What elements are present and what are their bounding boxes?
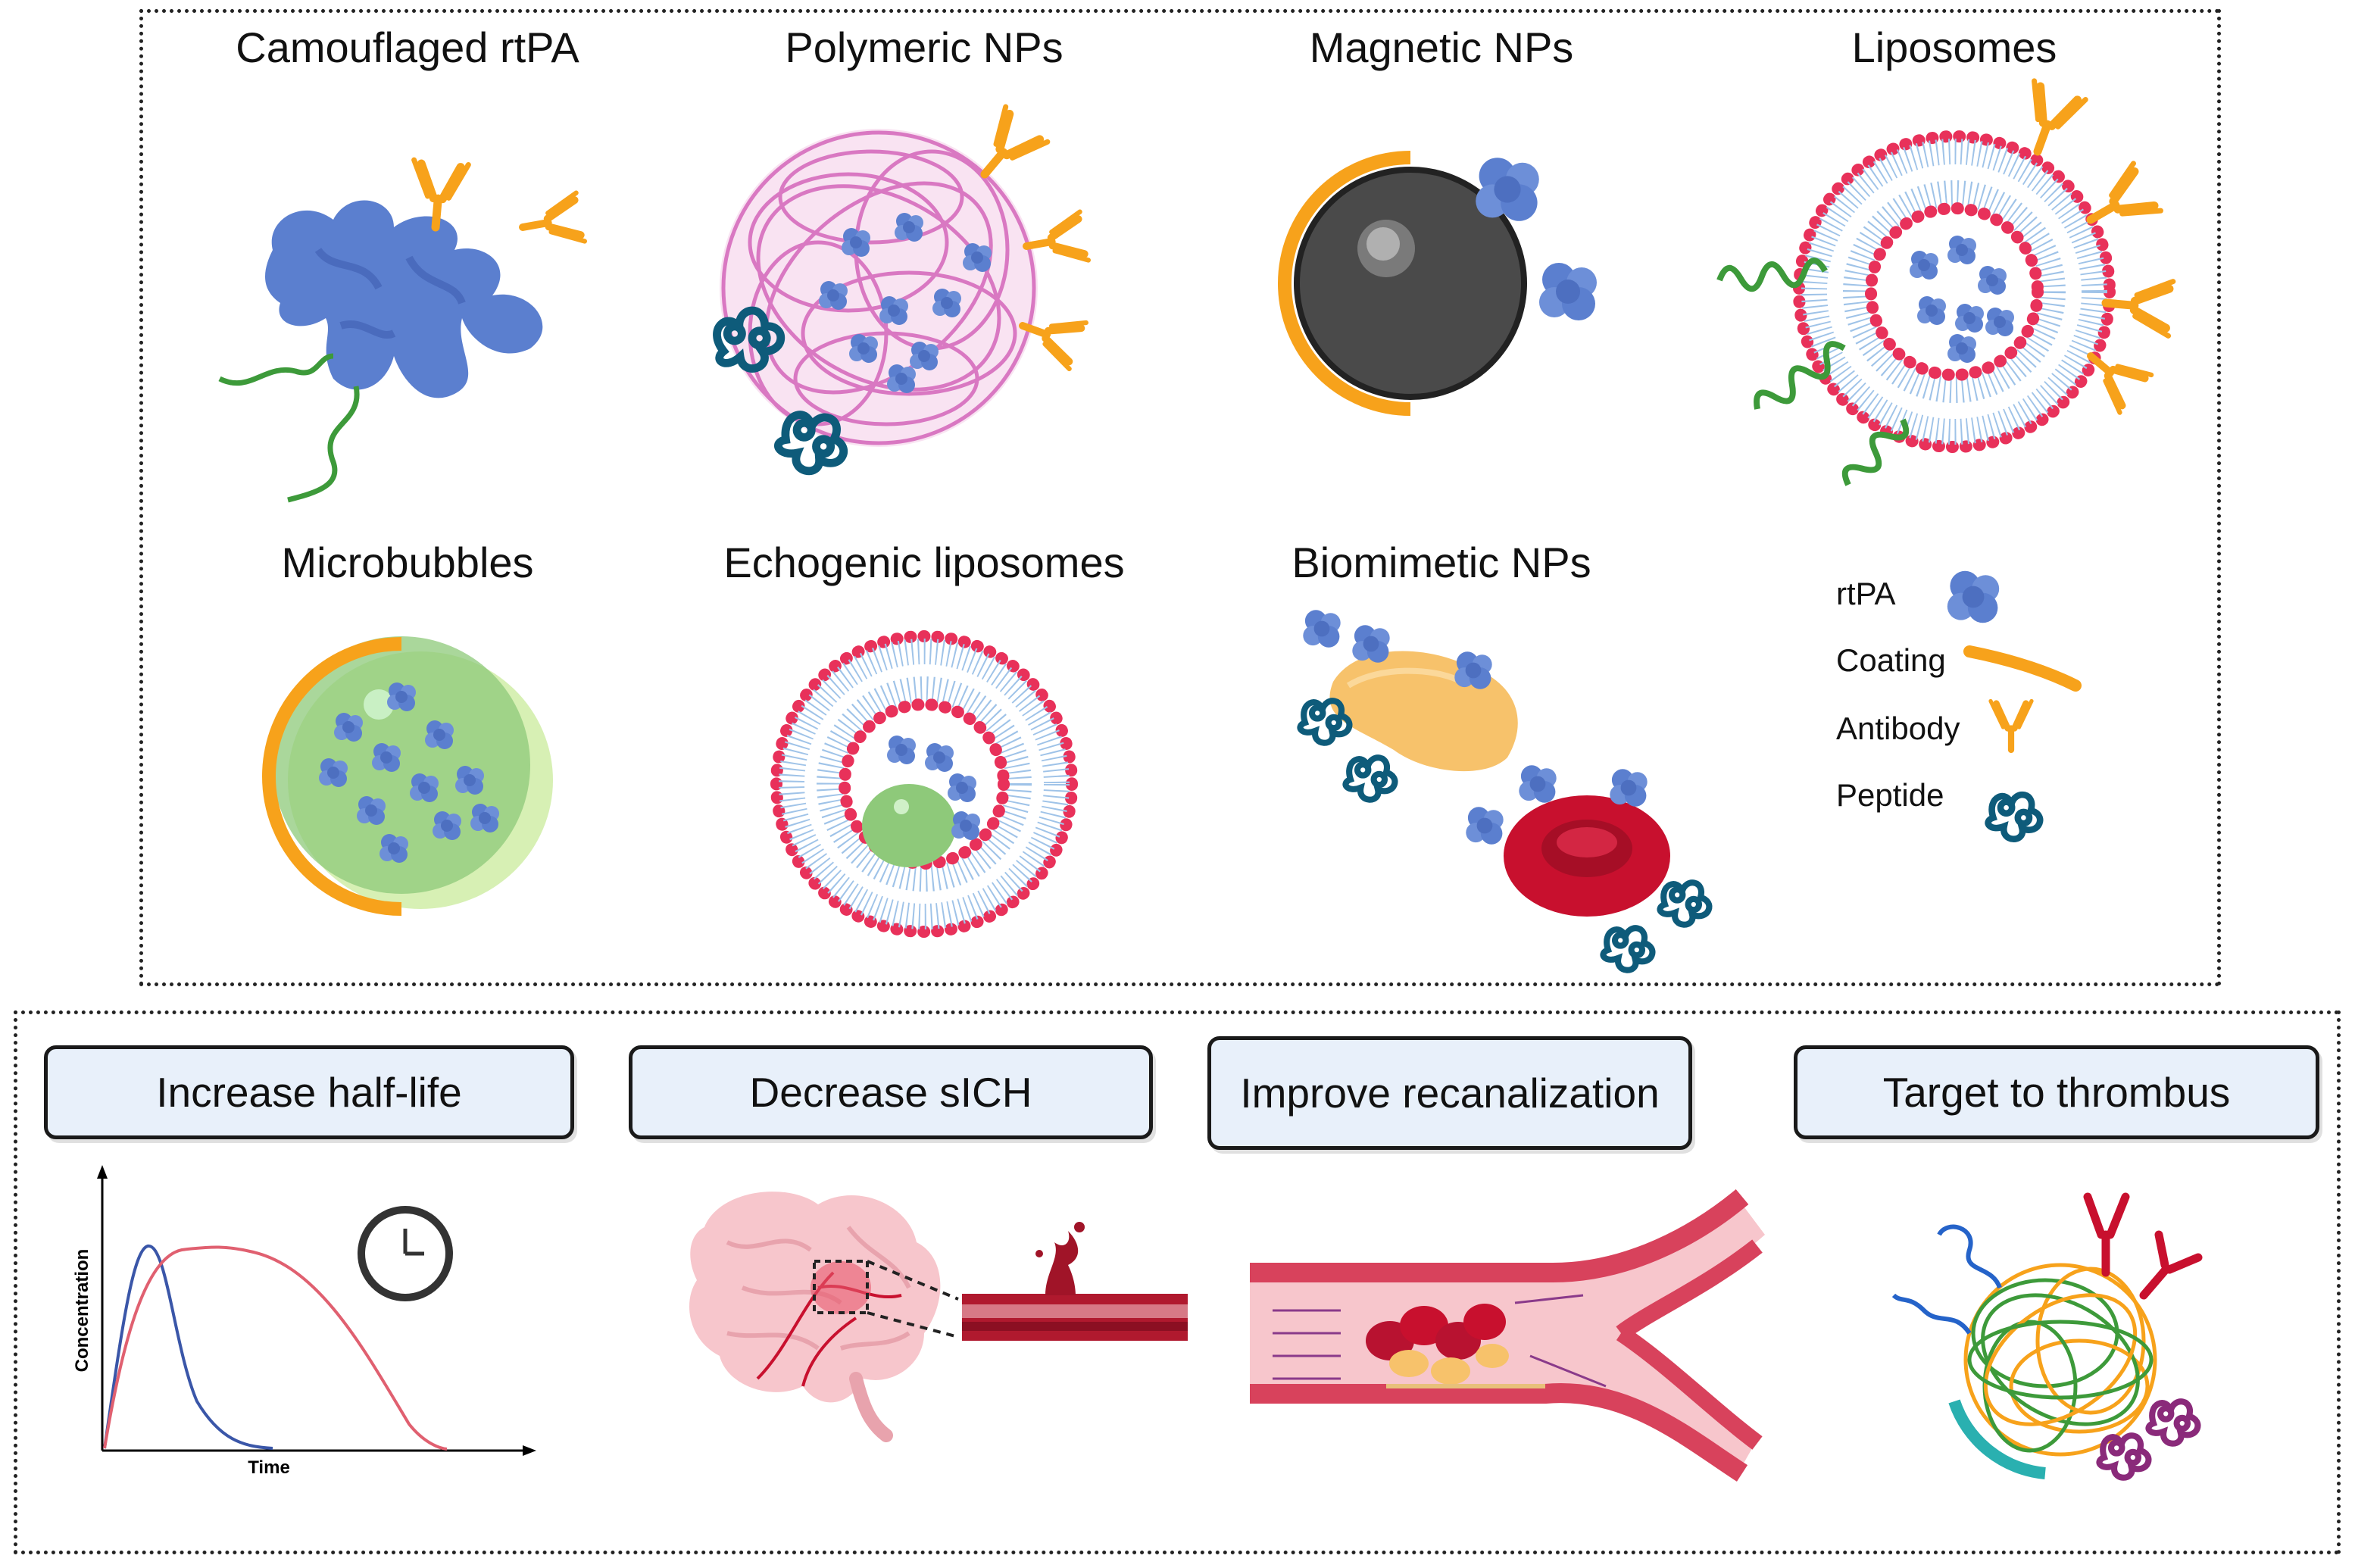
title-microbubbles: Microbubbles [281, 539, 534, 586]
plot-xlabel: Time [248, 1457, 290, 1478]
badge-increase-half-life: Increase half-life [44, 1045, 574, 1139]
legend-label-coating: Coating [1836, 642, 1946, 678]
zoom-box [813, 1260, 869, 1314]
legend-label-peptide: Peptide [1836, 777, 1944, 813]
badge-text: Increase half-life [156, 1069, 462, 1116]
title-polymeric-nps: Polymeric NPs [785, 23, 1063, 71]
carrier-panel [139, 9, 2221, 986]
title-camouflaged-rtpa: Camouflaged rtPA [236, 23, 579, 71]
long-half-life-curve [103, 1245, 448, 1451]
badge-improve-recanalization: Improve recanalization [1207, 1036, 1692, 1150]
badge-text: Decrease sICH [749, 1069, 1032, 1116]
vessel-recanalization-illustration [1250, 1189, 1765, 1482]
legend-icons [1947, 570, 2082, 839]
magnetic-nps-illustration [1278, 151, 1597, 416]
polymeric-nps-illustration [707, 107, 1088, 476]
benefits-panel [14, 1010, 2341, 1554]
legend-peptide-icon [1988, 795, 2041, 839]
title-biomimetic-nps: Biomimetic NPs [1292, 539, 1591, 586]
legend-label-antibody: Antibody [1836, 711, 1960, 746]
plot-ylabel: Concentration [72, 1249, 92, 1373]
badge-text: Target to thrombus [1882, 1069, 2231, 1116]
legend-antibody-icon [1991, 701, 2032, 751]
thrombus [1366, 1304, 1545, 1388]
legend-label-rtpa: rtPA [1836, 576, 1896, 611]
brain-illustration [689, 1192, 1188, 1442]
badge-decrease-sich: Decrease sICH [629, 1045, 1153, 1139]
microbubbles-illustration [262, 636, 553, 916]
legend-coating-icon [1963, 645, 2082, 692]
title-echogenic-liposomes: Echogenic liposomes [723, 539, 1125, 586]
badge-text: Improve recanalization [1240, 1070, 1660, 1117]
half-life-plot: Concentration Time [72, 1165, 536, 1478]
title-liposomes: Liposomes [1851, 23, 2057, 71]
legend-rtpa-icon [1947, 570, 2000, 623]
short-half-life-curve [103, 1245, 273, 1450]
biomimetic-nps-illustration [1301, 610, 1710, 970]
title-magnetic-nps: Magnetic NPs [1309, 23, 1574, 71]
camouflaged-rtpa-illustration [218, 160, 585, 503]
target-thrombus-illustration [1891, 1192, 2203, 1478]
liposomes-illustration [1716, 81, 2173, 486]
echogenic-liposomes-illustration [770, 630, 1078, 938]
badge-target-to-thrombus: Target to thrombus [1794, 1045, 2319, 1139]
